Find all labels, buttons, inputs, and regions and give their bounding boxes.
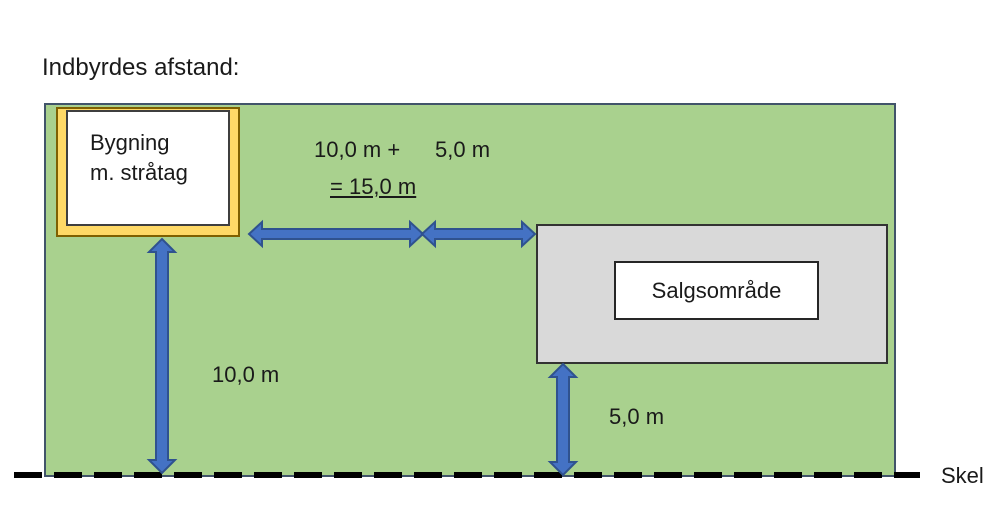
diagram-title: Indbyrdes afstand: bbox=[42, 54, 240, 81]
distance-label-building-boundary: 10,0 m bbox=[212, 362, 280, 387]
distance-label-horizontal-total: = 15,0 m bbox=[330, 174, 417, 199]
arrow-building-to-boundary bbox=[146, 237, 178, 475]
distance-label-horizontal-b: 5,0 m bbox=[435, 137, 491, 162]
building-label-line2: m. stråtag bbox=[90, 160, 188, 185]
distance-label-sales-boundary: 5,0 m bbox=[609, 404, 665, 429]
arrow-sales-to-boundary bbox=[547, 362, 579, 477]
boundary-label: Skel bbox=[941, 463, 984, 488]
building-label-box: Bygning m. stråtag bbox=[66, 110, 230, 226]
arrow-building-to-mid bbox=[247, 219, 425, 249]
arrow-mid-to-sales bbox=[420, 219, 537, 249]
sales-area-label: Salgsområde bbox=[614, 261, 819, 320]
distance-label-horizontal-a: 10,0 m + bbox=[314, 137, 401, 162]
building-label-line1: Bygning bbox=[90, 130, 170, 155]
